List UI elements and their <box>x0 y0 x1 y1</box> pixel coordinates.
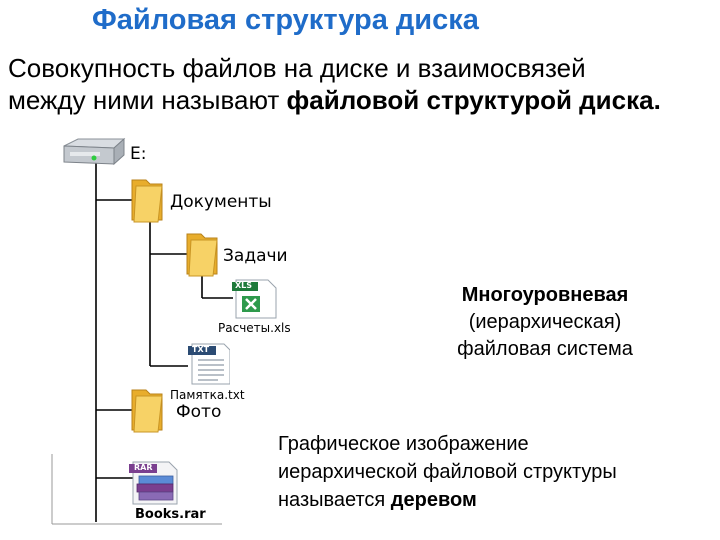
intro-line-1: Совокупность файлов на диске и взаимосвя… <box>8 53 586 83</box>
info-tree-line-1: Графическое изображение <box>278 433 529 455</box>
info-multilevel: Многоуровневая (иерархическая) файловая … <box>430 282 660 363</box>
hard-drive-icon <box>63 137 126 166</box>
file-label: Памятка.txt <box>170 388 245 402</box>
drive-label: E: <box>130 144 147 164</box>
info-tree-line-3: называется деревом <box>278 486 718 514</box>
file-label: Расчеты.xls <box>218 321 291 335</box>
page-title: Файловая структура диска <box>92 4 479 36</box>
intro-line-2: между ними называют файловой структурой … <box>8 84 718 116</box>
archive-file-icon <box>129 461 178 505</box>
info-multilevel-line-2: (иерархическая) <box>468 311 622 333</box>
tree-node-folder-photo[interactable]: Фото <box>128 386 248 434</box>
folder-icon <box>131 389 163 433</box>
tree-connector-lines <box>51 162 233 525</box>
folder-icon <box>186 233 218 277</box>
info-tree-line-2: иерархической файловой структуры <box>278 461 617 483</box>
file-tree: E: Документы Задачи XLS Расчеты.xls <box>0 130 720 540</box>
file-badge: RAR <box>134 463 153 472</box>
folder-label: Задачи <box>223 246 288 266</box>
tree-node-file-calculations[interactable]: XLS Расчеты.xls <box>218 278 308 338</box>
info-multilevel-line-1: Многоуровневая <box>461 284 629 306</box>
intro-line-2-text: между ними называют <box>8 85 287 115</box>
excel-file-icon <box>232 279 277 319</box>
folder-label: Фото <box>176 402 222 422</box>
text-file-icon <box>188 343 230 385</box>
intro-text: Совокупность файлов на диске и взаимосвя… <box>8 52 718 116</box>
info-multilevel-line-3: файловая система <box>457 338 633 360</box>
info-tree-line-3-text: называется <box>278 489 391 511</box>
tree-node-folder-documents[interactable]: Документы <box>128 176 288 224</box>
info-tree-definition: Графическое изображение иерархической фа… <box>278 430 718 514</box>
tree-node-drive[interactable]: E: <box>58 136 198 170</box>
file-badge: XLS <box>235 281 253 290</box>
file-label: Books.rar <box>135 507 206 522</box>
file-badge: TXT <box>192 345 210 354</box>
intro-line-2-bold: файловой структурой диска. <box>286 85 661 115</box>
folder-label: Документы <box>170 192 272 212</box>
info-tree-line-3-bold: деревом <box>390 489 477 511</box>
tree-node-file-books[interactable]: RAR Books.rar <box>125 460 225 524</box>
folder-icon <box>131 179 163 223</box>
tree-node-folder-tasks[interactable]: Задачи <box>183 230 303 278</box>
tree-node-file-memo[interactable]: TXT Памятка.txt <box>170 342 260 404</box>
